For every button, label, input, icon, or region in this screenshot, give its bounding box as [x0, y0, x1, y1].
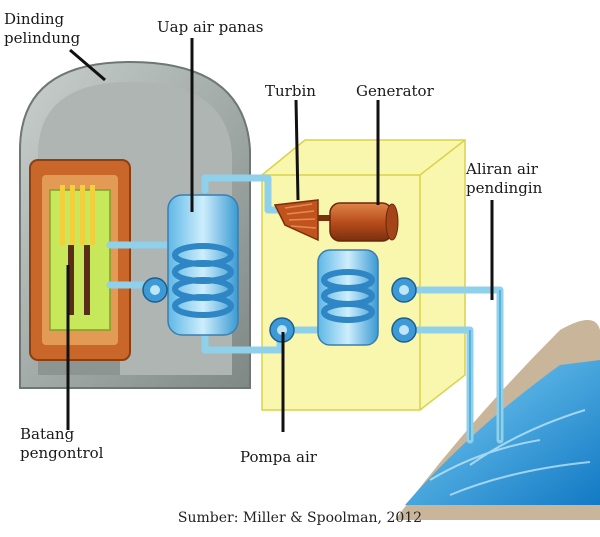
label-dinding-pelindung: Dinding pelindung	[4, 10, 81, 47]
steam-coil	[172, 243, 234, 318]
label-batang-pengontrol: Batang pengontrol	[20, 425, 104, 462]
pump-primary	[142, 277, 168, 303]
label-aliran-air-pendingin: Aliran air pendingin	[466, 160, 543, 197]
pump-cooling-top	[391, 277, 417, 303]
source-caption: Sumber: Miller & Spoolman, 2012	[177, 510, 423, 526]
label-generator: Generator	[356, 82, 434, 100]
leader-lines	[66, 38, 494, 432]
pump-secondary	[269, 317, 295, 343]
label-pompa-air: Pompa air	[240, 448, 317, 466]
label-turbin: Turbin	[265, 82, 316, 100]
label-uap-air-panas: Uap air panas	[157, 18, 264, 36]
turbine	[273, 199, 319, 242]
pump-cooling-bottom	[391, 317, 417, 343]
generator	[329, 202, 399, 242]
control-rods	[60, 185, 95, 315]
condenser-coil	[321, 269, 375, 323]
